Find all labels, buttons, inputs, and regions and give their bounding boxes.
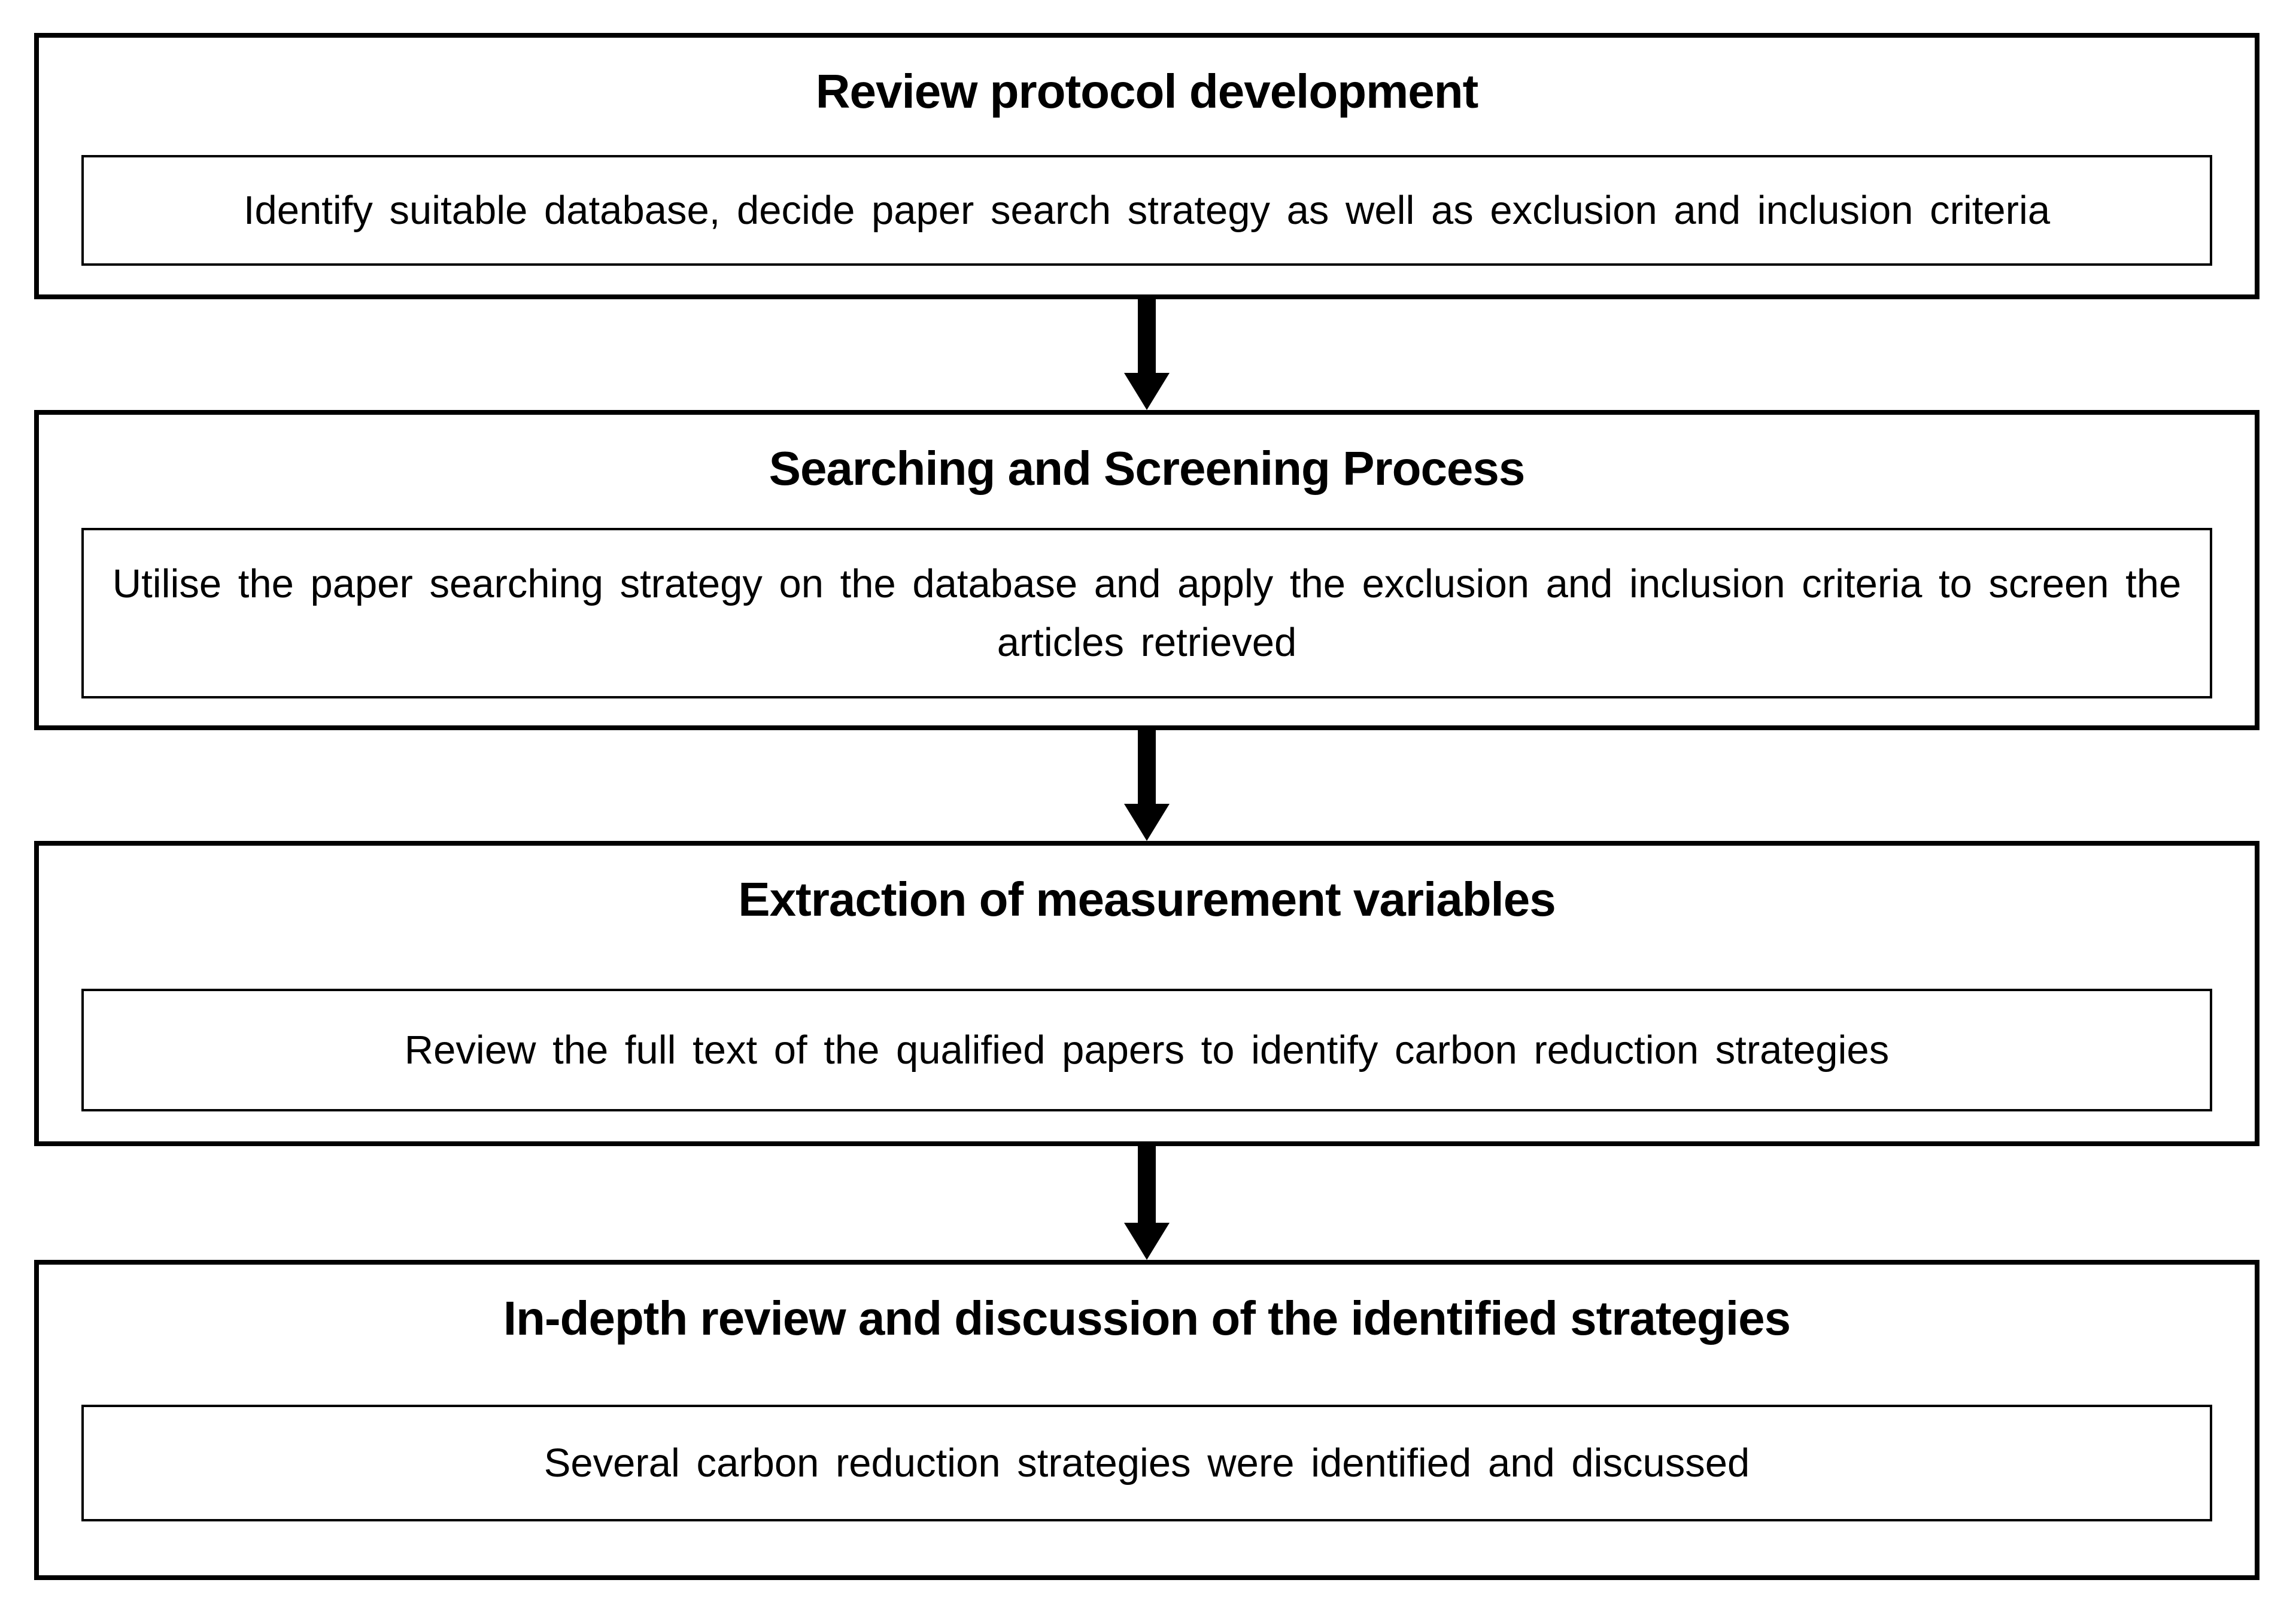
- stage-title: Review protocol development: [815, 65, 1479, 118]
- stage-indepth-review-discussion: In-depth review and discussion of the id…: [34, 1260, 2259, 1580]
- stage-detail-box: Identify suitable database, decide paper…: [81, 155, 2212, 266]
- stage-detail-box: Several carbon reduction strategies were…: [81, 1405, 2212, 1521]
- stage-searching-screening-process: Searching and Screening Process Utilise …: [34, 410, 2259, 730]
- stage-detail-text: Review the full text of the qualified pa…: [404, 1027, 1890, 1073]
- down-arrow-icon: [34, 1146, 2259, 1260]
- stage-title: Searching and Screening Process: [769, 442, 1526, 495]
- stage-detail-text: Utilise the paper searching strategy on …: [112, 561, 2182, 665]
- arrow-head: [1124, 1223, 1170, 1260]
- stage-detail-text: Identify suitable database, decide paper…: [243, 187, 2051, 233]
- down-arrow-icon: [34, 730, 2259, 841]
- stage-detail-box: Review the full text of the qualified pa…: [81, 989, 2212, 1111]
- arrow-shaft: [1138, 730, 1156, 804]
- arrow-head: [1124, 373, 1170, 410]
- stage-detail-box: Utilise the paper searching strategy on …: [81, 528, 2212, 698]
- arrow-shaft: [1138, 299, 1156, 373]
- stage-extraction-measurement-variables: Extraction of measurement variables Revi…: [34, 841, 2259, 1146]
- arrow-head: [1124, 804, 1170, 841]
- arrow-shaft: [1138, 1146, 1156, 1223]
- stage-title: Extraction of measurement variables: [738, 873, 1556, 926]
- stage-title: In-depth review and discussion of the id…: [503, 1292, 1791, 1345]
- down-arrow-icon: [34, 299, 2259, 410]
- stage-review-protocol-development: Review protocol development Identify sui…: [34, 33, 2259, 299]
- stage-detail-text: Several carbon reduction strategies were…: [543, 1440, 1750, 1485]
